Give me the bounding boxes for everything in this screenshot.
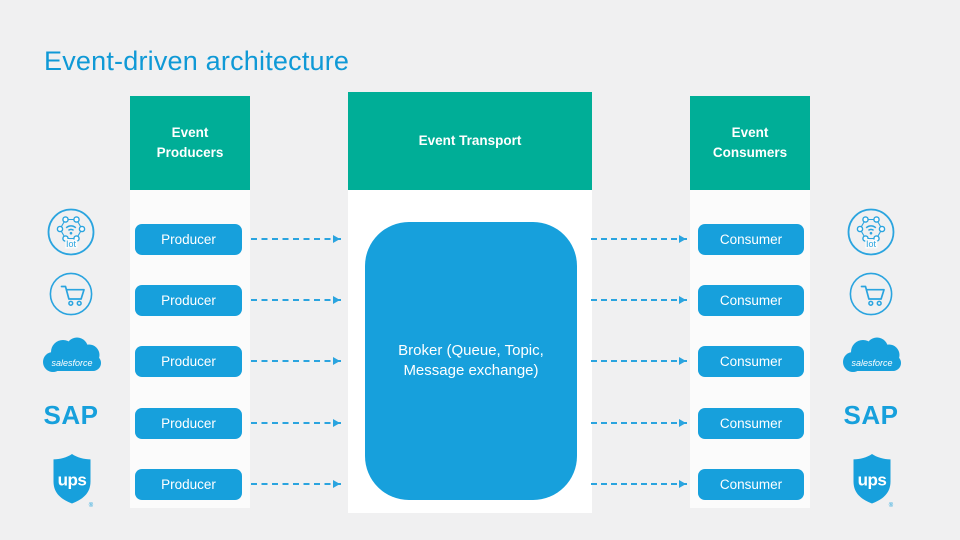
producer-arrow [251,296,341,304]
broker-node: Broker (Queue, Topic, Message exchange) [365,222,577,500]
consumer-arrow [591,419,687,427]
consumer-node: Consumer [698,469,804,500]
shopping-cart-icon [849,272,893,316]
producer-node: Producer [135,224,242,255]
producer-node: Producer [135,408,242,439]
consumer-arrow [591,357,687,365]
page-title: Event-driven architecture [44,46,350,76]
ups-logo-icon [853,454,894,508]
producers-header: Event Producers [130,96,250,190]
producer-arrow [251,419,341,427]
transport-header: Event Transport [348,92,592,190]
producer-arrow [251,235,341,243]
consumer-node: Consumer [698,285,804,316]
broker-label: Broker (Queue, Topic, Message exchange) [398,341,544,379]
consumer-node: Consumer [698,408,804,439]
ups-logo-icon [53,454,94,508]
consumer-node: Consumer [698,224,804,255]
iot-icon [47,208,95,256]
producer-node: Producer [135,469,242,500]
sap-logo-icon: SAP [843,400,899,430]
producer-node: Producer [135,346,242,377]
consumer-arrow [591,296,687,304]
consumer-arrow [591,235,687,243]
salesforce-logo-icon [43,337,101,372]
producer-node: Producer [135,285,242,316]
consumers-header: Event Consumers [690,96,810,190]
sap-logo-icon: SAP [43,400,99,430]
iot-icon [847,208,895,256]
consumer-arrow [591,480,687,488]
consumer-node: Consumer [698,346,804,377]
producer-arrow [251,357,341,365]
producer-arrow [251,480,341,488]
shopping-cart-icon [49,272,93,316]
salesforce-logo-icon [843,337,901,372]
